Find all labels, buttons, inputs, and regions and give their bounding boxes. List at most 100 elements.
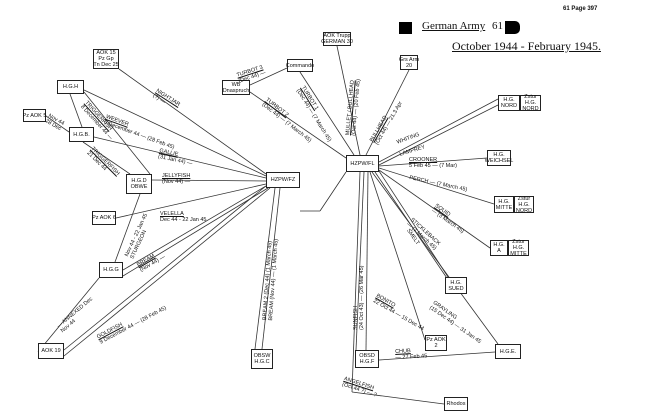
connection-line-pzaok5-hgb [45, 115, 70, 133]
node-command[interactable]: Commando [285, 59, 315, 72]
redaction-block-right [505, 21, 520, 34]
node-text-line: Rhodos [446, 401, 466, 407]
connection-line-velella [115, 183, 267, 219]
node-text-line: Commando [285, 62, 315, 69]
node-text-line: H.G. [450, 279, 462, 286]
node-text-line: Grs Arm [398, 56, 420, 63]
connection-line-crooner [378, 157, 488, 167]
node-hge[interactable]: H.G.E. [495, 344, 521, 359]
node-text-line: 20 [405, 62, 413, 69]
connection-line-mullet [336, 45, 361, 156]
link-label-jellyfish: JELLYFISH(Nov 44) — [162, 173, 191, 185]
connection-line-perch [378, 167, 495, 205]
redaction-block-left [399, 22, 412, 34]
node-rhodos[interactable]: Rhodos [444, 397, 468, 411]
title-number: 61 [492, 20, 503, 32]
node-text-line: AOK Trupp [323, 33, 351, 39]
link-label-sunfish: SUNFISH(24 Oct 43) — (26 Mar 45) [353, 265, 365, 331]
node-text-line: Zstur [512, 239, 525, 245]
node-text-line: Pz AOK [426, 337, 446, 343]
node-pzaok6[interactable]: Pz AOK 6 [92, 211, 116, 225]
connection-line-goldfish [63, 187, 271, 357]
node-hgb[interactable]: H.G.B. [69, 127, 94, 142]
node-text-line: HZPW/FL [350, 160, 375, 167]
node-text-line: NORD [515, 207, 533, 214]
node-text-line: H.G.E. [499, 348, 517, 355]
connection-line-angelfish-b [351, 391, 445, 405]
connection-line-turbot1 [299, 71, 355, 156]
connection-line-squid [378, 169, 491, 249]
node-hgsued[interactable]: H.G.SUED [445, 277, 467, 294]
connection-line-sunfish-b [365, 171, 369, 351]
node-text-line: H.G. [503, 97, 515, 103]
connection-line-turbot2 [249, 91, 347, 159]
node-text-line: GERMAN 30 [321, 39, 353, 45]
connection-line-goldfish-b [63, 185, 267, 351]
node-text-line: MITTE [495, 204, 513, 211]
connection-line-hgb-hgd [82, 141, 131, 175]
node-text-line: NORD [522, 106, 539, 112]
node-text-line: Zstur [524, 94, 537, 100]
node-text-line: Pz AOK 6 [92, 215, 116, 221]
node-hgmitte[interactable]: H.G.MITTE [494, 196, 514, 213]
connection-line-hzpwfz-obsw2 [261, 187, 281, 350]
connection-line-bream [122, 185, 267, 271]
node-hgg[interactable]: H.G.G [99, 262, 123, 278]
connection-line-gallie [93, 136, 267, 179]
node-text-line: H.G.H [62, 84, 79, 90]
node-hzpwfz[interactable]: HZPW/FZ [266, 172, 300, 188]
connection-line-sunfish [355, 171, 365, 351]
node-text-line: Pz Gp [98, 56, 114, 62]
node-text-line: MITTE [510, 251, 527, 257]
node-text-line: H.G. [498, 198, 510, 205]
node-text-line: Pz AOK 5 [22, 112, 47, 119]
node-text-line: A [497, 248, 501, 254]
connection-line-bonito [369, 171, 426, 341]
connection-line-aok19-hgg [37, 277, 100, 353]
node-text-line: OBWE [130, 184, 148, 190]
node-hgweichsel[interactable]: H.G.WEICHSEL [485, 150, 513, 166]
node-text-line: H.G.D [131, 178, 147, 184]
node-hga[interactable]: H.G.A [490, 240, 508, 256]
node-text-line: OBSD [359, 353, 375, 359]
node-text-line: AOK 19 [41, 348, 61, 354]
node-text-line: 2 [434, 343, 438, 349]
connection-line-grayling [371, 171, 499, 345]
node-text-line: H.G. [524, 100, 537, 106]
node-aok19[interactable]: AOK 19 [38, 343, 64, 359]
node-text-line: H.G. [512, 245, 525, 251]
connection-line-lamprey [378, 104, 499, 166]
node-text-line: H.G.F [359, 359, 375, 365]
page-reference: 61 Page 397 [563, 6, 598, 12]
connection-line-hgd-hgg [114, 193, 141, 263]
node-text-line: SUED [448, 285, 464, 292]
connection-line-fz-fl-b [319, 171, 347, 212]
node-text-line: WB [231, 81, 241, 88]
node-text-line: H.G.C [254, 359, 270, 365]
link-label-chub: CHUB— 27 Feb 45 [395, 348, 428, 361]
connection-line-turbot3 [249, 67, 288, 86]
connection-line-triggerfish [83, 91, 151, 175]
connection-line-chub [378, 351, 496, 361]
node-hgnord[interactable]: H.G.NORD [498, 95, 520, 111]
node-hgh[interactable]: H.G.H [57, 80, 84, 94]
connection-line-whiting [378, 98, 499, 163]
node-pzaok5[interactable]: Pz AOK 5 [23, 109, 46, 122]
node-text-line: H.G. [493, 152, 505, 158]
node-text-line: H.G. [493, 242, 505, 248]
node-hzpwfl[interactable]: HZPW/FL [346, 155, 379, 172]
